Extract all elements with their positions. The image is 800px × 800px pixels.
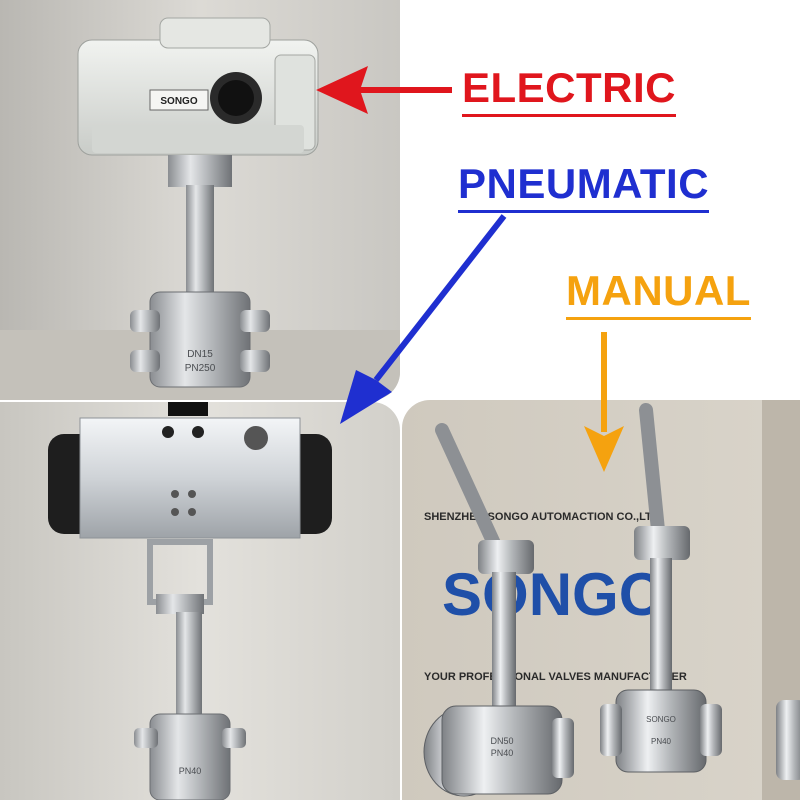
- pneumatic-actuator-photo: PN40: [0, 402, 400, 800]
- electric-body-size-marking: DN15: [187, 349, 213, 360]
- pneumatic-body-pressure-marking: PN40: [179, 766, 202, 776]
- electric-underline: [462, 114, 676, 117]
- manual-label-text: MANUAL: [566, 267, 751, 314]
- box-company-line: SHENZHEN SONGO AUTOMACTION CO.,LTD.: [424, 511, 663, 523]
- pneumatic-underline: [458, 210, 710, 213]
- pneumatic-label-text: PNEUMATIC: [458, 160, 710, 207]
- right-valve-brand-marking: SONGO: [646, 715, 676, 724]
- electric-brand-plate: SONGO: [160, 96, 197, 107]
- box-slogan: YOUR PROFESSIONAL VALVES MANUFACTURER: [424, 671, 687, 683]
- box-logo: SONGO: [442, 561, 665, 628]
- electric-label-text: ELECTRIC: [462, 64, 676, 111]
- pneumatic-label: PNEUMATIC: [458, 160, 710, 213]
- manual-underline: [566, 317, 751, 320]
- electric-label: ELECTRIC: [462, 64, 676, 117]
- electric-body-pressure-marking: PN250: [185, 363, 216, 374]
- left-valve-pressure-marking: PN40: [491, 748, 514, 758]
- right-valve-pressure-marking: PN40: [651, 737, 672, 746]
- manual-valve-photo: SHENZHEN SONGO AUTOMACTION CO.,LTD. SONG…: [402, 400, 800, 800]
- left-valve-size-marking: DN50: [490, 736, 513, 746]
- manual-label: MANUAL: [566, 267, 751, 320]
- electric-actuator-photo: SONGO DN15 PN250: [0, 0, 400, 400]
